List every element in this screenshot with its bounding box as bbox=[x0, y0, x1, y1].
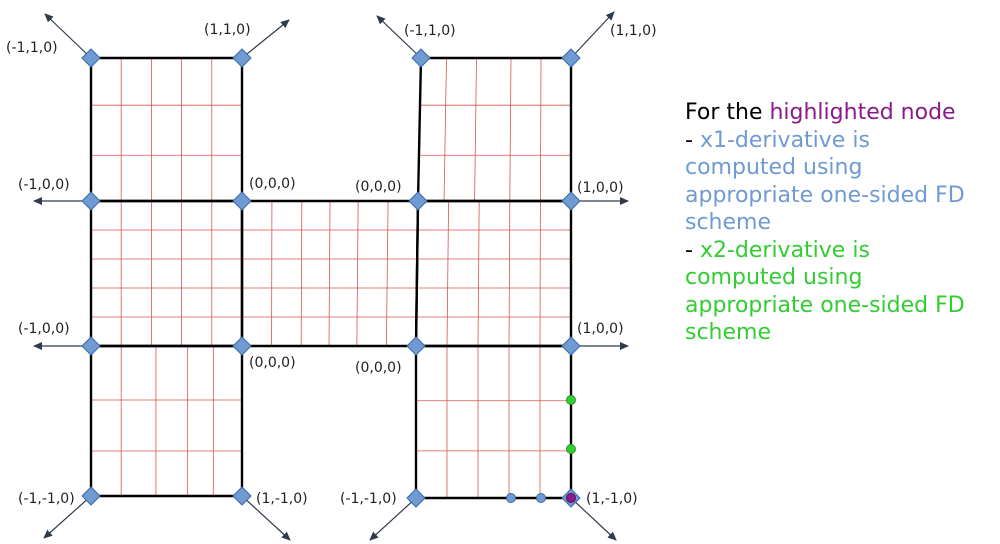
legend-x1-line: x1-derivative is bbox=[699, 127, 870, 153]
legend-x2-line: x2-derivative is bbox=[699, 237, 870, 263]
label-center-upper-left: (0,0,0) bbox=[249, 176, 296, 192]
coordinate-labels: (-1,1,0) (1,1,0) (-1,1,0) (1,1,0) (-1,0,… bbox=[6, 22, 657, 507]
legend-intro: For the bbox=[685, 100, 770, 125]
legend-line-x1: - x1-derivative is bbox=[685, 127, 1000, 155]
block-top-right-gridline-col-3 bbox=[509, 57, 512, 202]
arrow-tl-block-tr bbox=[241, 19, 290, 59]
block-outlines bbox=[89, 56, 573, 500]
arrow-br-block-bl bbox=[369, 497, 417, 541]
node-tl-block-tr-diamond-icon bbox=[232, 48, 252, 68]
node-center-lower-left-diamond-icon bbox=[232, 336, 252, 356]
label-bl-block-br: (1,-1,0) bbox=[256, 491, 308, 507]
legend-x1-rest-3: scheme bbox=[685, 210, 772, 235]
block-middle-center-gridline-col-2 bbox=[300, 200, 303, 347]
node-right-upper-diamond-icon bbox=[561, 191, 581, 211]
legend-highlight-word: highlighted node bbox=[769, 100, 956, 125]
block-middle-right-gridline-col-3 bbox=[508, 200, 511, 347]
label-tr-block-tr: (1,1,0) bbox=[610, 23, 657, 39]
legend-x2-rest-1: computed using bbox=[685, 265, 863, 290]
block-middle-center-gridline-col-4 bbox=[356, 200, 359, 347]
label-br-block-bl: (-1,-1,0) bbox=[340, 491, 397, 507]
node-tr-block-tl-diamond-icon bbox=[411, 48, 431, 68]
label-left-mid-lower: (-1,0,0) bbox=[18, 321, 70, 337]
node-right-lower-diamond-icon bbox=[561, 336, 581, 356]
label-tr-block-tl: (-1,1,0) bbox=[404, 23, 456, 39]
label-center-lower-left: (0,0,0) bbox=[249, 355, 296, 371]
legend-text: For the highlighted node - x1-derivative… bbox=[685, 99, 1000, 347]
label-center-lower-right: (0,0,0) bbox=[355, 360, 402, 376]
grid-lines bbox=[91, 57, 571, 498]
highlighted-node bbox=[566, 493, 576, 503]
corner-nodes bbox=[81, 48, 581, 508]
block-top-right-outline bbox=[416, 56, 573, 203]
legend-x1-rest-2: appropriate one-sided FD bbox=[685, 182, 965, 208]
block-middle-left-outline bbox=[89, 199, 244, 348]
node-tr-block-tr-diamond-icon bbox=[561, 48, 581, 68]
node-tl-block-tl-diamond-icon bbox=[81, 48, 101, 68]
legend-x2-rest-2: appropriate one-sided FD bbox=[685, 292, 965, 318]
x2-stencil-point-1 bbox=[566, 395, 576, 405]
arrow-tr-block-tl bbox=[376, 15, 422, 59]
label-br-block-br: (1,-1,0) bbox=[586, 491, 638, 507]
block-top-right-gridline-col-4 bbox=[540, 57, 542, 202]
label-tl-block-tr: (1,1,0) bbox=[204, 22, 251, 38]
node-left-lower-diamond-icon bbox=[81, 336, 101, 356]
node-center-lower-right-diamond-icon bbox=[406, 336, 426, 356]
arrow-bl-block-bl bbox=[43, 495, 92, 539]
legend-x2-rest-3: scheme bbox=[685, 320, 772, 345]
label-right-mid-upper: (1,0,0) bbox=[577, 180, 624, 196]
block-middle-right-gridline-col-1 bbox=[446, 200, 449, 347]
node-left-upper-diamond-icon bbox=[81, 191, 101, 211]
legend-x1-rest-1: computed using bbox=[685, 155, 863, 180]
label-bl-block-bl: (-1,-1,0) bbox=[18, 491, 75, 507]
legend-x2-prefix: - bbox=[685, 237, 700, 263]
label-tl-block-tl: (-1,1,0) bbox=[6, 40, 58, 56]
node-br-block-bl-diamond-icon bbox=[406, 488, 426, 508]
x2-stencil-point-2 bbox=[566, 444, 576, 454]
stencil-points bbox=[506, 395, 576, 503]
label-center-upper-right: (0,0,0) bbox=[355, 179, 402, 195]
block-top-right-gridline-col-2 bbox=[474, 57, 477, 202]
block-middle-center-gridline-col-3 bbox=[328, 200, 331, 347]
block-top-right-gridline-col-1 bbox=[443, 57, 447, 202]
label-right-mid-lower: (1,0,0) bbox=[577, 321, 624, 337]
node-center-upper-right-diamond-icon bbox=[408, 191, 428, 211]
block-middle-center-gridline-col-5 bbox=[386, 200, 389, 347]
arrow-br-block-br bbox=[570, 497, 617, 541]
node-bl-block-br-diamond-icon bbox=[232, 486, 252, 506]
legend-line-intro: For the highlighted node bbox=[685, 99, 1000, 127]
block-middle-right-outline bbox=[414, 199, 573, 348]
legend-x1-prefix: - bbox=[685, 127, 700, 153]
arrow-tl-block-tl bbox=[44, 13, 92, 59]
block-bottom-right-outline bbox=[414, 344, 573, 500]
node-center-upper-left-diamond-icon bbox=[232, 191, 252, 211]
block-bottom-left-outline bbox=[89, 344, 244, 498]
legend-line-x2: - x2-derivative is bbox=[685, 237, 1000, 265]
outward-normal-arrows bbox=[33, 11, 629, 541]
label-left-mid-upper: (-1,0,0) bbox=[18, 177, 70, 193]
arrow-tr-block-tr bbox=[570, 11, 615, 59]
node-bl-block-bl-diamond-icon bbox=[81, 486, 101, 506]
x1-stencil-point-2 bbox=[536, 493, 546, 503]
arrow-bl-block-br bbox=[241, 495, 291, 541]
x1-stencil-point-1 bbox=[506, 493, 516, 503]
block-top-left-outline bbox=[89, 56, 244, 203]
block-middle-right-gridline-col-2 bbox=[477, 200, 480, 347]
